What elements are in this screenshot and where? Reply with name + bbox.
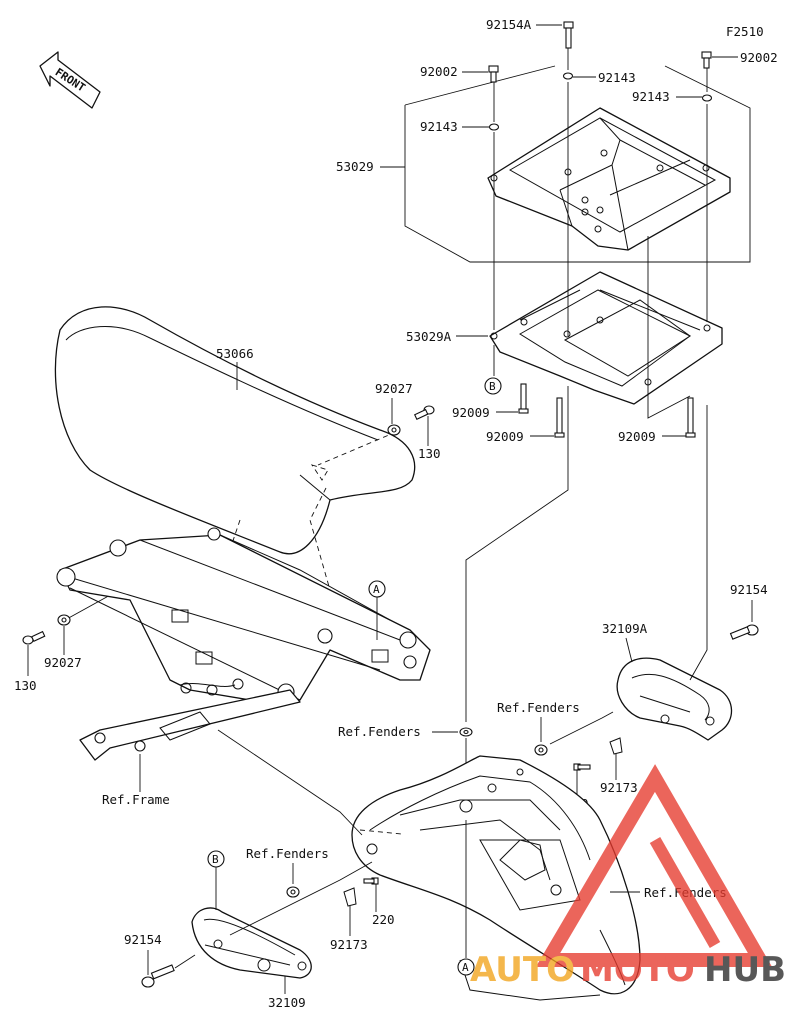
svg-text:A: A	[462, 961, 469, 974]
washer-92143-right[interactable]	[701, 94, 713, 102]
bolt-130-top[interactable]	[413, 405, 435, 420]
svg-text:A: A	[373, 583, 380, 596]
label-130-top: 130	[418, 446, 441, 461]
label-92154-left: 92154	[124, 932, 162, 947]
bolt-92154A[interactable]	[563, 21, 574, 49]
automotohub-watermark: AUTO MOTO HUB	[470, 764, 786, 990]
label-92027-left: 92027	[44, 655, 82, 670]
bolt-92002-left[interactable]	[488, 65, 499, 83]
label-ref-fenders-1: Ref.Fenders	[497, 700, 580, 715]
marker-a-lower: A	[457, 958, 475, 976]
bolt-92154-right[interactable]	[729, 624, 759, 640]
label-53066: 53066	[216, 346, 254, 361]
washer-92143-left[interactable]	[488, 123, 500, 131]
clip-92173-a[interactable]	[609, 737, 623, 755]
washer-92027-top[interactable]	[387, 424, 401, 436]
screw-220-a[interactable]	[573, 763, 591, 771]
label-92154A: 92154A	[486, 17, 532, 32]
grab-rail-32109A[interactable]	[616, 657, 733, 741]
label-53029: 53029	[336, 159, 374, 174]
label-92173-a: 92173	[600, 780, 638, 795]
label-92002-top: 92002	[420, 64, 458, 79]
washer-ref-fenders-center[interactable]	[459, 727, 473, 737]
screw-92009-a[interactable]	[518, 383, 529, 414]
washer-ref-fenders-right[interactable]	[534, 744, 548, 756]
bolt-92154-left[interactable]	[141, 964, 175, 988]
label-92002-right: 92002	[740, 50, 778, 65]
label-92027-top: 92027	[375, 381, 413, 396]
grab-rail-32109[interactable]	[191, 907, 312, 979]
label-92154-right: 92154	[730, 582, 768, 597]
label-92009-b: 92009	[486, 429, 524, 444]
label-92143-a: 92143	[598, 70, 636, 85]
clip-92173-b[interactable]	[343, 887, 357, 907]
label-92009-a: 92009	[452, 405, 490, 420]
base-plate-53029A[interactable]	[489, 271, 723, 405]
label-92143-b: 92143	[632, 89, 670, 104]
label-32109A: 32109A	[602, 621, 648, 636]
svg-text:B: B	[212, 853, 219, 866]
diagram-code: F2510	[726, 24, 764, 39]
label-ref-fenders-2: Ref.Fenders	[338, 724, 421, 739]
washer-92143-center[interactable]	[562, 72, 574, 80]
label-ref-frame: Ref.Frame	[102, 792, 170, 807]
seat-53066[interactable]	[54, 306, 416, 555]
screw-92009-b[interactable]	[554, 397, 565, 438]
rear-frame	[56, 527, 431, 761]
marker-b-lower: B	[207, 850, 225, 868]
label-32109: 32109	[268, 995, 306, 1010]
label-92173-b: 92173	[330, 937, 368, 952]
washer-ref-fenders-left[interactable]	[286, 886, 300, 898]
label-53029A: 53029A	[406, 329, 452, 344]
screw-92009-c[interactable]	[685, 397, 696, 438]
label-130-left: 130	[14, 678, 37, 693]
label-92009-c: 92009	[618, 429, 656, 444]
marker-b-upper: B	[484, 377, 502, 395]
screw-220-b[interactable]	[363, 877, 379, 885]
washer-92027-left[interactable]	[57, 614, 71, 626]
watermark-triangle-icon	[535, 764, 773, 967]
svg-text:B: B	[489, 380, 496, 393]
front-arrow-icon: FRONT	[39, 51, 101, 109]
watermark-moto: MOTO	[580, 950, 695, 990]
label-220-b: 220	[372, 912, 395, 927]
watermark-hub: HUB	[704, 950, 786, 990]
watermark-auto: AUTO	[470, 950, 575, 990]
bolt-130-left[interactable]	[22, 630, 46, 645]
label-ref-fenders-4: Ref.Fenders	[246, 846, 329, 861]
marker-a-upper: A	[368, 580, 386, 598]
label-92143-c: 92143	[420, 119, 458, 134]
carrier-plate-53029[interactable]	[487, 107, 731, 251]
bolt-92002-right[interactable]	[701, 51, 712, 69]
